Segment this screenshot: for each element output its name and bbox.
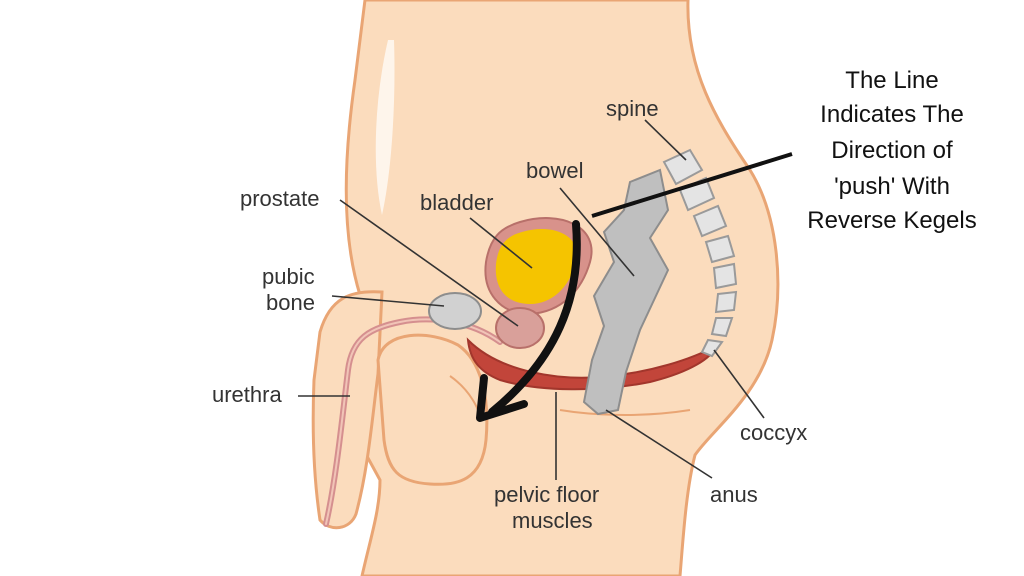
annotation-line-2: Indicates The bbox=[820, 101, 964, 128]
annotation-line-3: Direction of bbox=[831, 137, 953, 164]
anal-fold bbox=[559, 409, 691, 416]
annotation-line-4: 'push' With bbox=[834, 173, 950, 200]
leader-spine bbox=[644, 119, 687, 161]
annotation-line-1: The Line bbox=[845, 67, 938, 94]
label-bladder: bladder bbox=[420, 190, 493, 215]
leader-anus bbox=[605, 409, 713, 479]
pubic-bone bbox=[428, 292, 482, 330]
leader-prostate bbox=[339, 199, 519, 327]
leader-coccyx bbox=[713, 349, 765, 419]
scrotum bbox=[376, 333, 489, 486]
annotation: The Line Indicates The Direction of 'pus… bbox=[807, 67, 976, 234]
label-pelvic-floor-line1: pelvic floor bbox=[494, 482, 599, 507]
label-prostate: prostate bbox=[240, 186, 320, 211]
torso-highlight bbox=[375, 40, 395, 215]
label-bowel: bowel bbox=[526, 158, 583, 183]
curved-arrow-shaft bbox=[488, 220, 581, 416]
label-spine: spine bbox=[606, 96, 659, 121]
label-anus: anus bbox=[710, 482, 758, 507]
label-pubic-bone-line2: bone bbox=[266, 290, 315, 315]
leader-pubic-bone bbox=[331, 295, 445, 307]
label-urethra: urethra bbox=[212, 382, 282, 407]
prostate bbox=[495, 307, 545, 349]
spine bbox=[662, 148, 738, 358]
coccyx-bone bbox=[700, 338, 724, 358]
label-pubic-bone-line1: pubic bbox=[262, 264, 315, 289]
leader-lines bbox=[298, 119, 765, 480]
label-pelvic-floor-line2: muscles bbox=[512, 508, 593, 533]
bladder-fill bbox=[495, 228, 578, 304]
leader-bowel bbox=[559, 187, 635, 277]
penis bbox=[311, 290, 384, 530]
leader-bladder bbox=[469, 217, 533, 269]
arrow-head-icon bbox=[476, 374, 528, 422]
push-direction-arrow bbox=[476, 152, 793, 422]
annotation-line-5: Reverse Kegels bbox=[807, 207, 976, 234]
anatomy-labels: spine bowel prostate bladder pubic bone … bbox=[212, 96, 807, 533]
label-coccyx: coccyx bbox=[740, 420, 807, 445]
bladder bbox=[484, 217, 593, 316]
arrow-pointer-line bbox=[591, 152, 793, 218]
